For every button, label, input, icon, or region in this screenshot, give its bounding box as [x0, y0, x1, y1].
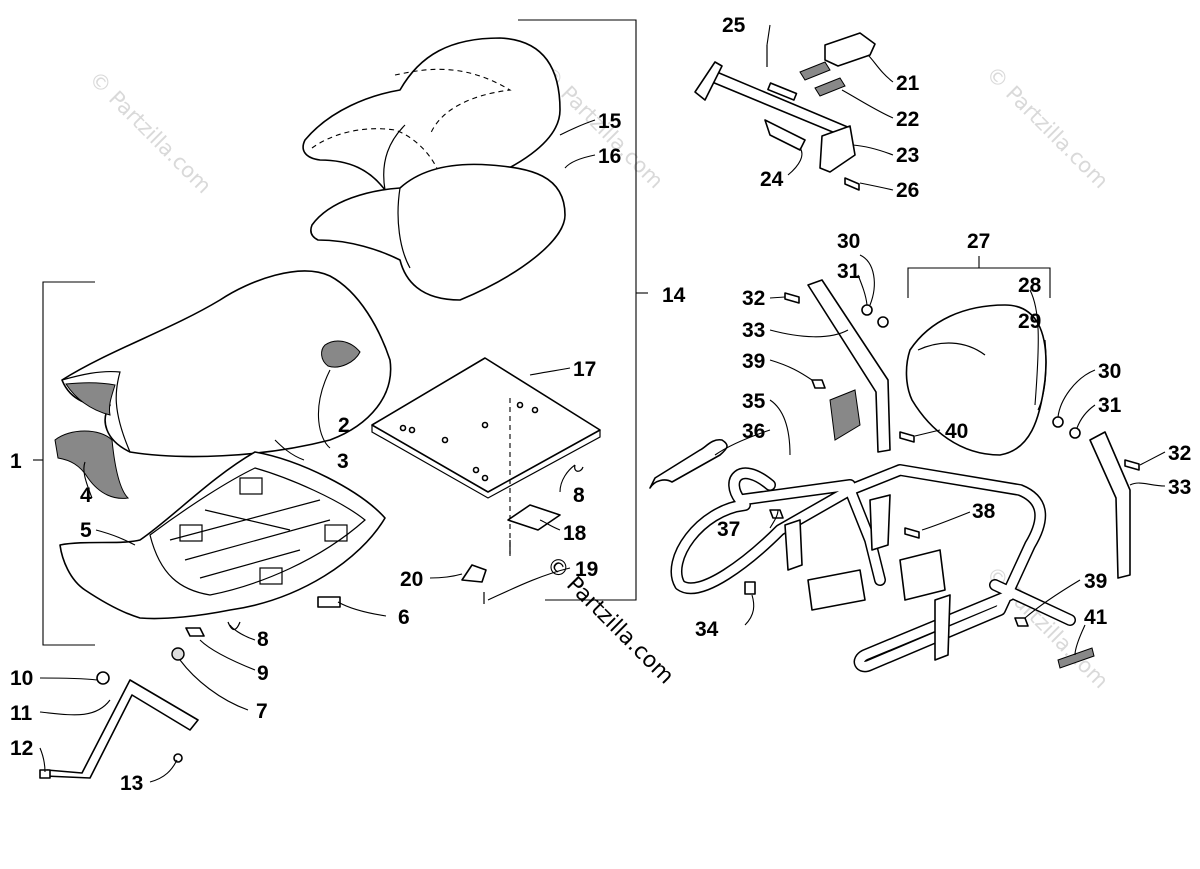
callout-14: 14: [662, 284, 686, 307]
callout-28: 28: [1018, 274, 1042, 297]
callout-31: 31: [837, 260, 861, 283]
callout-30: 30: [837, 230, 860, 253]
callout-39b: 39: [1084, 570, 1107, 593]
callout-2: 2: [338, 414, 350, 437]
callout-21: 21: [896, 72, 920, 95]
pad-part-4[interactable]: [54, 430, 130, 499]
bracket-part-24[interactable]: [764, 119, 806, 151]
callout-22: 22: [896, 108, 919, 131]
callout-27: 27: [967, 230, 990, 253]
callout-13: 13: [120, 772, 143, 795]
callout-40: 40: [945, 420, 968, 443]
screw-part-26[interactable]: [844, 177, 860, 191]
callout-1: 1: [10, 450, 22, 473]
callout-24: 24: [760, 168, 784, 191]
callout-35: 35: [742, 390, 766, 413]
handle-part-21[interactable]: [824, 32, 876, 67]
callout-7: 7: [256, 700, 268, 723]
label-part-41[interactable]: [1057, 647, 1095, 669]
callout-38: 38: [972, 500, 996, 523]
callout-6: 6: [398, 606, 410, 629]
bracket-part-20[interactable]: [461, 564, 487, 583]
bolt-part-32b[interactable]: [1124, 459, 1140, 471]
callout-12: 12: [10, 737, 33, 760]
bracket-1: [33, 281, 95, 646]
arm-part-33-right[interactable]: [1089, 431, 1131, 579]
callout-3: 3: [337, 450, 349, 473]
callout-5: 5: [80, 519, 92, 542]
backrest-part-28[interactable]: [905, 304, 1047, 456]
callout-33: 33: [742, 319, 765, 342]
seat-foam-part-16[interactable]: [310, 163, 566, 301]
callout-9: 9: [257, 662, 269, 685]
leader-lines: [39, 24, 1166, 783]
callout-29: 29: [1018, 310, 1041, 333]
callout-23: 23: [896, 144, 919, 167]
callout-30b: 30: [1098, 360, 1121, 383]
callout-39: 39: [742, 350, 765, 373]
callout-15: 15: [598, 110, 622, 133]
callout-18: 18: [563, 522, 587, 545]
callout-32b: 32: [1168, 442, 1191, 465]
bracket-14: [518, 19, 637, 601]
callout-4: 4: [80, 484, 92, 507]
nut-part-39[interactable]: [811, 379, 826, 389]
bolt-part-32[interactable]: [784, 292, 800, 304]
watermark-top-left: © Partzilla.com: [84, 67, 216, 199]
callout-20: 20: [400, 568, 423, 591]
bolt-part-40[interactable]: [899, 431, 915, 443]
callout-25: 25: [722, 14, 746, 37]
callout-8: 8: [257, 628, 269, 651]
clip-part-6[interactable]: [317, 596, 341, 608]
callout-41: 41: [1084, 606, 1108, 629]
callout-16: 16: [598, 145, 621, 168]
callout-8b: 8: [573, 484, 585, 507]
seat-base-part-5[interactable]: [59, 451, 386, 620]
clip-part-9[interactable]: [185, 627, 205, 637]
watermark-center-dark: © Partzilla.com: [541, 552, 679, 690]
callout-36: 36: [742, 420, 765, 443]
seat-cover-part-15[interactable]: [302, 37, 561, 196]
callout-19: 19: [575, 558, 598, 581]
bolt-part-38[interactable]: [904, 527, 920, 539]
screw-part-19[interactable]: [483, 540, 511, 604]
callout-26: 26: [896, 179, 919, 202]
callout-11: 11: [10, 702, 33, 725]
nut-part-39b[interactable]: [1014, 617, 1029, 627]
grip-part-36[interactable]: [649, 438, 728, 489]
callout-labels: 1 2 3 4 5 6 7 8 9 10 11 12 13 14 15 16 1…: [10, 14, 1191, 795]
seat-plate-part-17[interactable]: [371, 357, 601, 560]
nut-part-37[interactable]: [769, 509, 784, 519]
pin-part-8[interactable]: [227, 621, 241, 631]
callout-17: 17: [573, 358, 596, 381]
bolt-part-34[interactable]: [744, 581, 756, 595]
washer-part-30[interactable]: [877, 316, 889, 328]
arm-part-33-left[interactable]: [807, 279, 891, 453]
callout-10: 10: [10, 667, 33, 690]
washer-part-31[interactable]: [861, 304, 873, 316]
plate-part[interactable]: [829, 389, 861, 441]
washer-part-31b[interactable]: [1069, 427, 1081, 439]
seat-part-3[interactable]: [61, 270, 392, 458]
washer-part-30b[interactable]: [1052, 416, 1064, 428]
callout-37: 37: [717, 518, 740, 541]
callout-31b: 31: [1098, 394, 1122, 417]
latch-bracket-part-23[interactable]: [694, 61, 856, 173]
clip-part-8b[interactable]: [574, 464, 584, 472]
watermark-top-right: © Partzilla.com: [981, 62, 1113, 194]
callout-33b: 33: [1168, 476, 1191, 499]
callout-34: 34: [695, 618, 719, 641]
spring-part-22[interactable]: [799, 61, 846, 97]
callout-32: 32: [742, 287, 765, 310]
grommet-part-7[interactable]: [171, 647, 185, 661]
prop-rod-part-11[interactable]: [39, 671, 199, 779]
rack-frame-part-35[interactable]: [670, 464, 1076, 673]
